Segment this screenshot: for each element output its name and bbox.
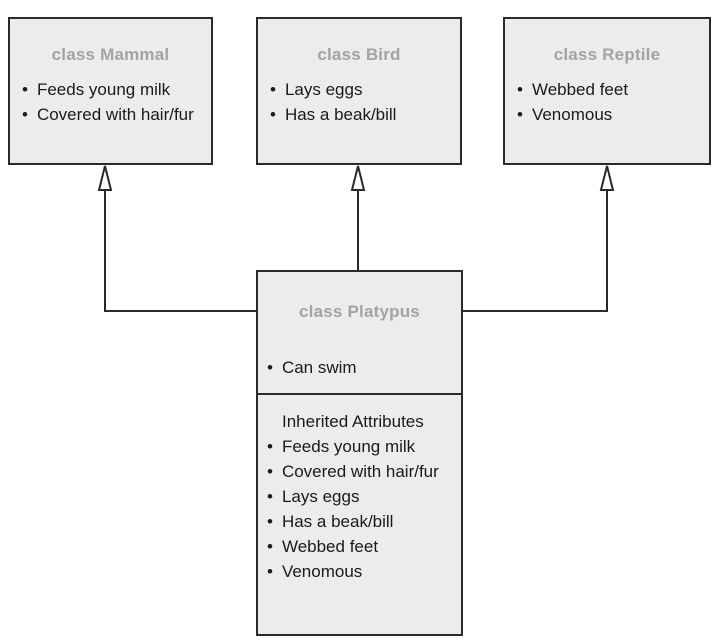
inherited-attribute-item: Webbed feet <box>267 534 461 559</box>
class-title-mammal: class Mammal <box>51 45 170 64</box>
attribute-item: Covered with hair/fur <box>22 102 211 127</box>
class-box-platypus: class Platypus Can swim Inherited Attrib… <box>256 270 463 636</box>
inherited-attribute-list: Feeds young milk Covered with hair/fur L… <box>267 434 461 584</box>
class-box-reptile: class Reptile Webbed feet Venomous <box>503 17 711 165</box>
connector-platypus-mammal <box>104 190 256 312</box>
inheritance-arrowhead-bird <box>350 165 366 191</box>
inheritance-arrowhead-mammal <box>97 165 113 191</box>
class-title-bird: class Bird <box>317 45 401 64</box>
inherited-attribute-item: Covered with hair/fur <box>267 459 461 484</box>
attribute-item: Can swim <box>267 355 461 380</box>
attribute-list-platypus: Can swim <box>258 355 461 380</box>
class-box-mammal: class Mammal Feeds young milk Covered wi… <box>8 17 213 165</box>
attribute-list-bird: Lays eggs Has a beak/bill <box>258 77 460 127</box>
attribute-item: Lays eggs <box>270 77 460 102</box>
inherited-attribute-item: Feeds young milk <box>267 434 461 459</box>
attribute-item: Venomous <box>517 102 709 127</box>
class-title-reptile: class Reptile <box>553 45 661 64</box>
inherited-attribute-item: Lays eggs <box>267 484 461 509</box>
connector-platypus-reptile <box>463 190 608 312</box>
inherited-attribute-item: Venomous <box>267 559 461 584</box>
attribute-list-mammal: Feeds young milk Covered with hair/fur <box>10 77 211 127</box>
platypus-inherited-section: Inherited Attributes Feeds young milk Co… <box>258 395 461 584</box>
platypus-own-section: class Platypus Can swim <box>258 272 461 395</box>
class-box-bird: class Bird Lays eggs Has a beak/bill <box>256 17 462 165</box>
inherited-attributes-heading: Inherited Attributes <box>282 412 424 431</box>
attribute-item: Has a beak/bill <box>270 102 460 127</box>
attribute-item: Webbed feet <box>517 77 709 102</box>
inherited-attribute-item: Has a beak/bill <box>267 509 461 534</box>
attribute-item: Feeds young milk <box>22 77 211 102</box>
attribute-list-reptile: Webbed feet Venomous <box>505 77 709 127</box>
inheritance-arrowhead-reptile <box>599 165 615 191</box>
class-title-platypus: class Platypus <box>299 302 420 321</box>
